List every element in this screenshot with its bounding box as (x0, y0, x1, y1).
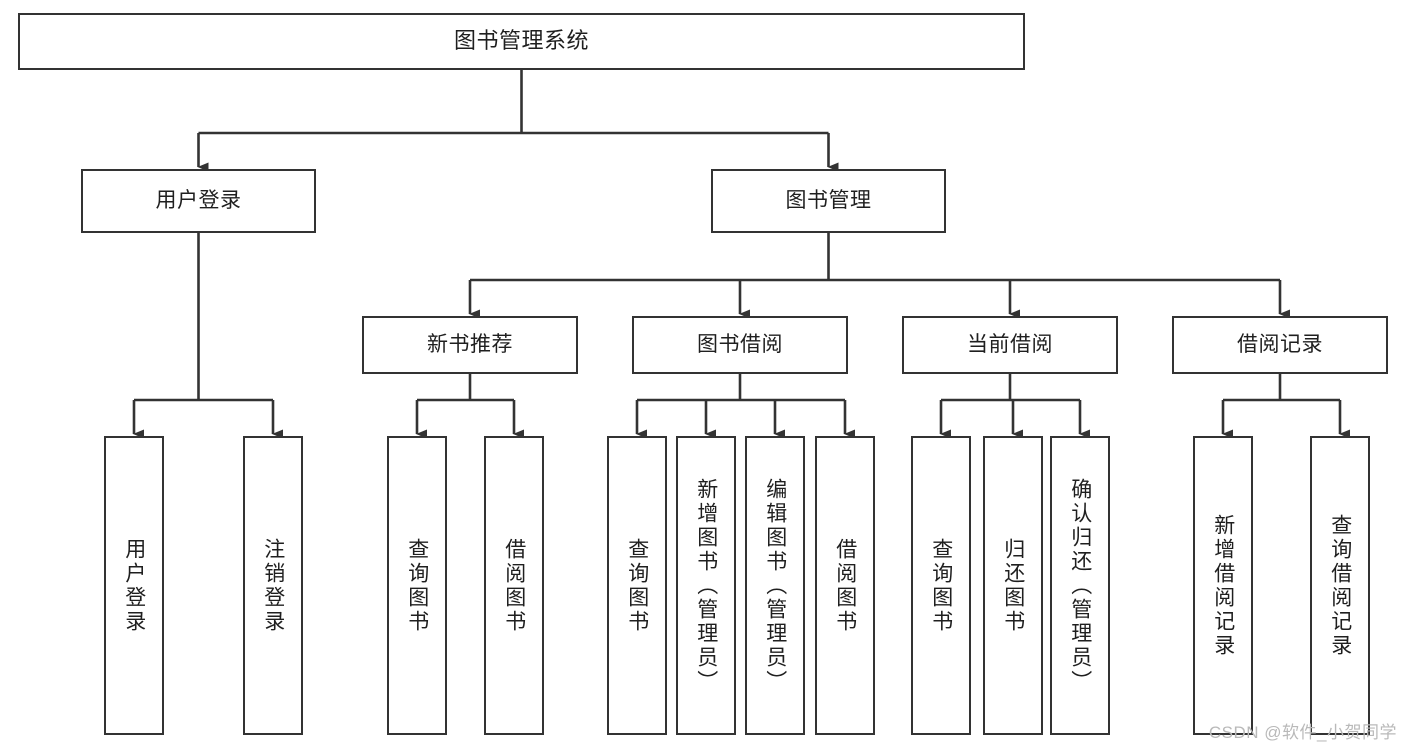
node-book-manage[interactable]: 图书管理 (711, 169, 946, 233)
node-label-leaf-query-rec: 查询借阅记录 (1328, 513, 1352, 658)
node-label-leaf-edit-book: 编辑图书（管理员） (763, 477, 787, 694)
edge-paths (132, 70, 1350, 439)
node-label-leaf-logout: 注销登录 (261, 537, 285, 634)
node-new-book-rec[interactable]: 新书推荐 (362, 316, 578, 374)
node-label-leaf-add-book: 新增图书（管理员） (694, 477, 718, 694)
node-label-user-login: 用户登录 (155, 189, 242, 213)
node-label-leaf-confirm: 确认归还（管理员） (1068, 477, 1092, 694)
node-leaf-borrow-2[interactable]: 借阅图书 (815, 436, 875, 735)
node-leaf-add-rec[interactable]: 新增借阅记录 (1193, 436, 1253, 735)
node-root[interactable]: 图书管理系统 (18, 13, 1025, 70)
node-leaf-query-2[interactable]: 查询图书 (607, 436, 667, 735)
node-current-borrow[interactable]: 当前借阅 (902, 316, 1118, 374)
watermark-csdn: CSDN @软件_小贺同学 (1208, 723, 1397, 742)
node-label-current-borrow: 当前借阅 (967, 333, 1053, 357)
node-label-leaf-query-1: 查询图书 (405, 537, 429, 634)
node-label-book-manage: 图书管理 (785, 189, 872, 213)
node-label-new-book-rec: 新书推荐 (427, 333, 513, 357)
node-user-login[interactable]: 用户登录 (81, 169, 316, 233)
node-leaf-borrow-1[interactable]: 借阅图书 (484, 436, 544, 735)
node-leaf-add-book[interactable]: 新增图书（管理员） (676, 436, 736, 735)
node-book-borrow[interactable]: 图书借阅 (632, 316, 848, 374)
node-label-leaf-query-3: 查询图书 (929, 537, 953, 634)
node-label-book-borrow: 图书借阅 (697, 333, 783, 357)
node-label-leaf-return: 归还图书 (1001, 537, 1025, 634)
node-leaf-user-login[interactable]: 用户登录 (104, 436, 164, 735)
node-leaf-logout[interactable]: 注销登录 (243, 436, 303, 735)
node-label-leaf-query-2: 查询图书 (625, 537, 649, 634)
node-label-leaf-add-rec: 新增借阅记录 (1211, 513, 1235, 658)
node-label-root: 图书管理系统 (453, 28, 589, 54)
node-label-leaf-user-login: 用户登录 (122, 537, 146, 634)
node-label-leaf-borrow-1: 借阅图书 (502, 537, 526, 634)
node-label-leaf-borrow-2: 借阅图书 (833, 537, 857, 634)
node-leaf-query-1[interactable]: 查询图书 (387, 436, 447, 735)
node-leaf-query-rec[interactable]: 查询借阅记录 (1310, 436, 1370, 735)
node-leaf-return[interactable]: 归还图书 (983, 436, 1043, 735)
node-leaf-confirm[interactable]: 确认归还（管理员） (1050, 436, 1110, 735)
node-leaf-edit-book[interactable]: 编辑图书（管理员） (745, 436, 805, 735)
node-borrow-record[interactable]: 借阅记录 (1172, 316, 1388, 374)
node-leaf-query-3[interactable]: 查询图书 (911, 436, 971, 735)
node-label-borrow-record: 借阅记录 (1237, 333, 1323, 357)
